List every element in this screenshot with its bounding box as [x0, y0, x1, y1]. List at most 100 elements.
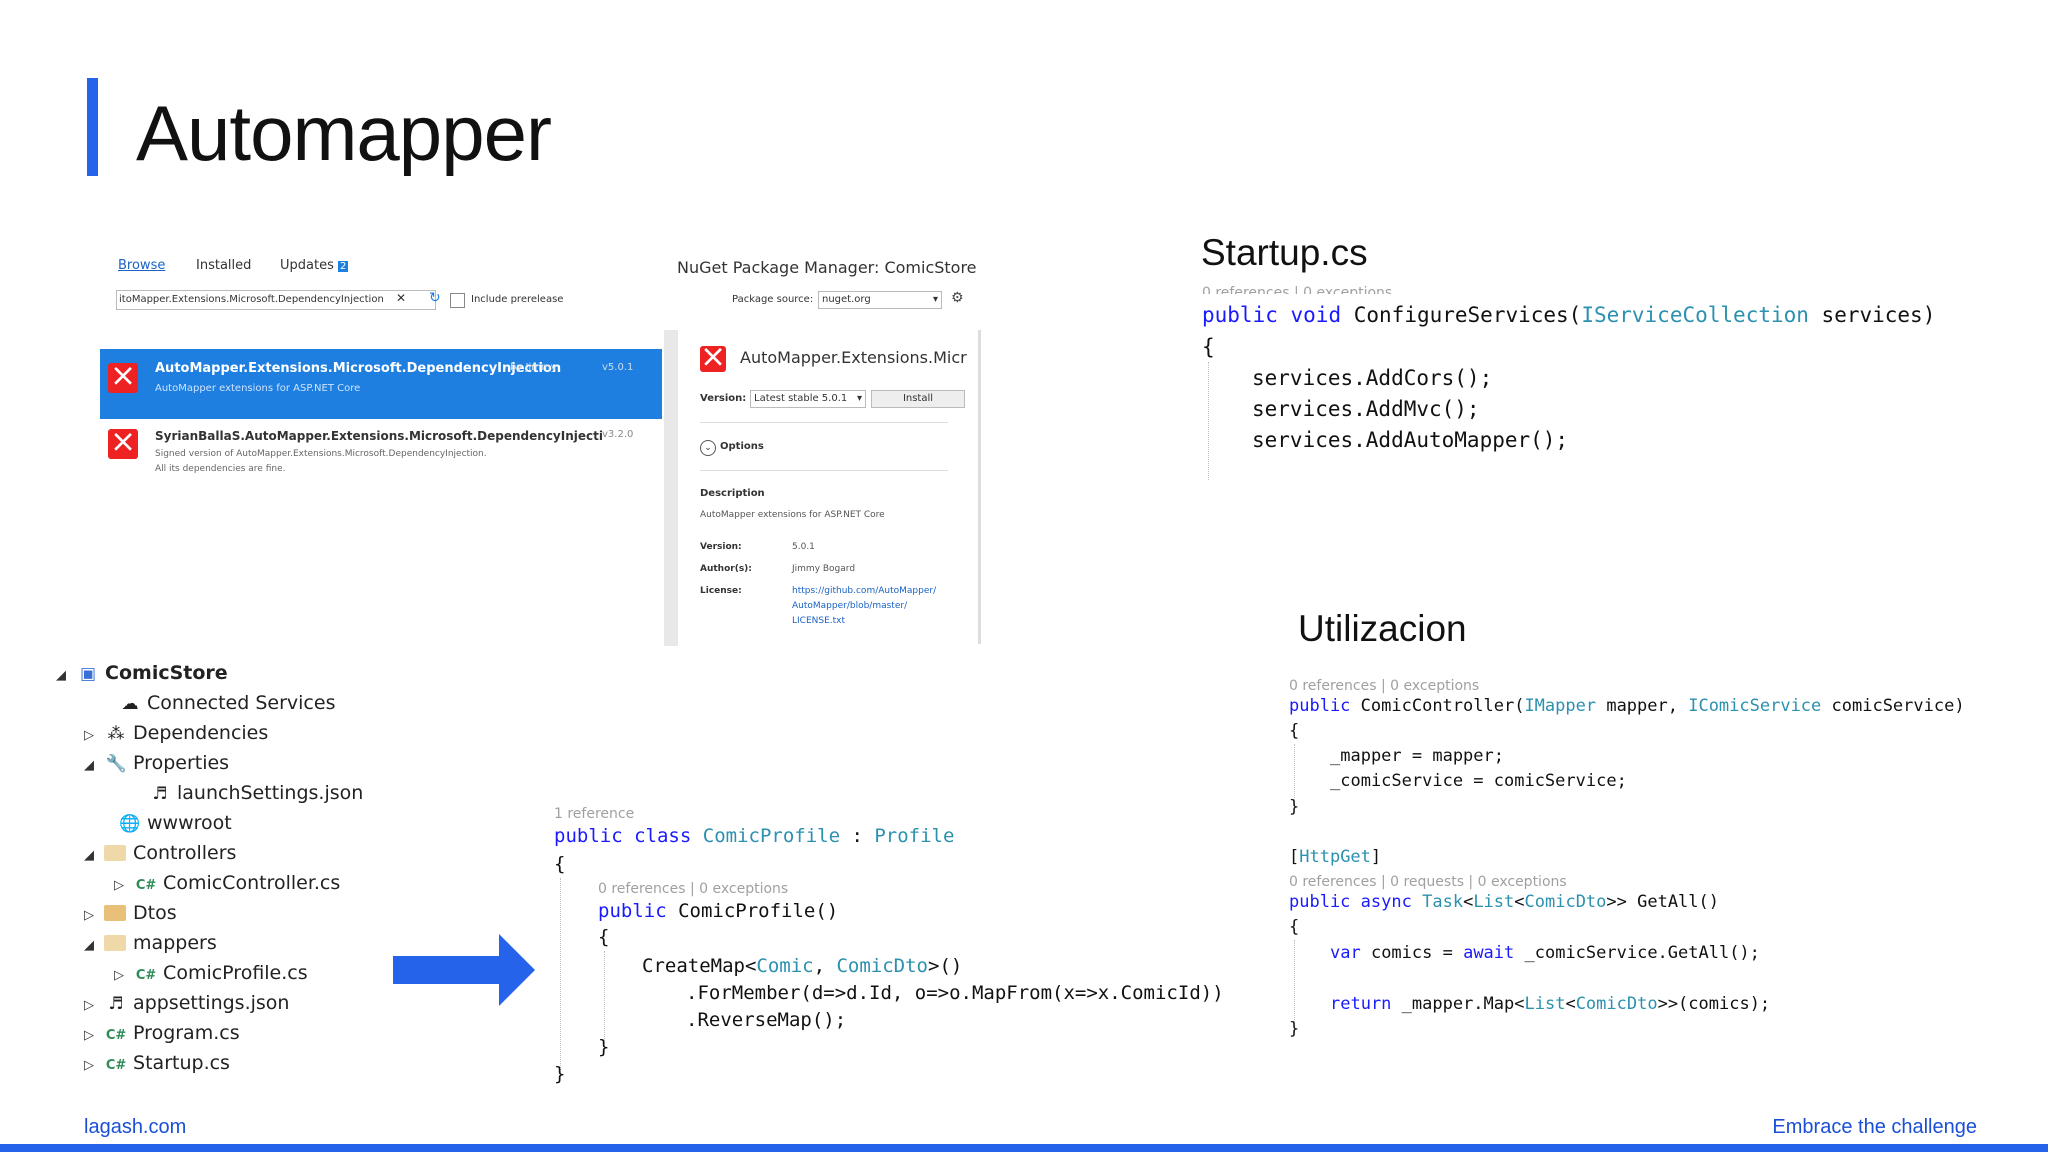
- expand-options-icon[interactable]: ⌄: [700, 440, 716, 456]
- package-source-select[interactable]: nuget.org▾: [818, 291, 942, 309]
- license-link-3[interactable]: LICENSE.txt: [792, 616, 846, 626]
- include-prerelease-checkbox[interactable]: [450, 293, 465, 308]
- version-select[interactable]: Latest stable 5.0.1▾: [750, 390, 866, 408]
- tree-item-properties[interactable]: ◢ 🔧Properties: [84, 750, 229, 776]
- search-input[interactable]: itoMapper.Extensions.Microsoft.Dependenc…: [116, 290, 436, 310]
- tree-item-startup[interactable]: ▷ C#Startup.cs: [84, 1050, 230, 1076]
- refresh-icon[interactable]: ↻: [429, 290, 441, 306]
- codelens-meta: 1 reference: [554, 806, 635, 822]
- footer-website-link[interactable]: lagash.com: [84, 1116, 187, 1138]
- right-arrow-icon: [393, 934, 535, 1006]
- folder-icon: [104, 935, 127, 951]
- window-title: NuGet Package Manager: ComicStore: [677, 258, 977, 277]
- title-accent-bar: [87, 78, 98, 176]
- codelens-meta: 0 references | 0 requests | 0 exceptions: [1289, 874, 1567, 890]
- license-key: License:: [700, 586, 742, 596]
- expand-triangle-icon: ▷: [84, 998, 94, 1013]
- package-row[interactable]: ⨉ SyrianBallaS.AutoMapper.Extensions.Mic…: [100, 419, 662, 489]
- project-icon: ▣: [80, 664, 97, 684]
- include-prerelease-label: Include prerelease: [471, 294, 564, 305]
- expand-triangle-icon: ▷: [114, 878, 124, 893]
- tree-item-launchsettings[interactable]: ♬launchSettings.json: [148, 780, 363, 806]
- profile-ctor: public ComicProfile(): [598, 900, 839, 922]
- slide-title: Automapper: [136, 89, 552, 177]
- tab-browse[interactable]: Browse: [118, 258, 166, 273]
- indent-guide: [1294, 744, 1295, 804]
- license-link[interactable]: https://github.com/AutoMapper/: [792, 586, 937, 596]
- panel-splitter[interactable]: [664, 330, 678, 646]
- automapper-logo-icon: ⨉: [108, 429, 138, 459]
- collapse-triangle-icon: ◢: [84, 758, 94, 773]
- divider: [700, 422, 948, 423]
- usage-heading: Utilizacion: [1298, 608, 1467, 649]
- tree-item-comicprofile[interactable]: ▷ C#ComicProfile.cs: [114, 960, 308, 986]
- tree-item-wwwroot[interactable]: 🌐wwwroot: [118, 810, 231, 836]
- detail-package-name: AutoMapper.Extensions.Micr: [740, 348, 967, 367]
- footer-accent-bar: [0, 1144, 2048, 1152]
- tree-item-dependencies[interactable]: ▷ ⁂Dependencies: [84, 720, 268, 746]
- package-version: v3.2.0: [602, 429, 634, 440]
- package-description: AutoMapper extensions for ASP.NET Core: [155, 383, 361, 394]
- package-name: SyrianBallaS.AutoMapper.Extensions.Micro…: [155, 429, 603, 443]
- tree-item-comiccontroller[interactable]: ▷ C#ComicController.cs: [114, 870, 340, 896]
- package-author: by Jimmy: [510, 362, 557, 373]
- options-label[interactable]: Options: [720, 441, 764, 452]
- package-source-label: Package source:: [732, 294, 814, 305]
- profile-createmap: CreateMap<Comic, ComicDto>(): [642, 955, 963, 977]
- expand-triangle-icon: ▷: [84, 908, 94, 923]
- startup-heading: Startup.cs: [1201, 232, 1368, 273]
- csharp-file-icon: C#: [105, 1028, 127, 1043]
- wrench-icon: 🔧: [105, 754, 127, 774]
- usage-open-2: {: [1289, 917, 1300, 937]
- indent-guide: [1208, 362, 1209, 480]
- install-button[interactable]: Install: [871, 390, 965, 408]
- codelens-meta: 0 references | 0 exceptions: [1289, 678, 1480, 694]
- authors-value: Jimmy Bogard: [792, 564, 856, 574]
- tree-item-controllers[interactable]: ◢ Controllers: [84, 840, 236, 866]
- usage-assign: _comicService = comicService;: [1330, 771, 1627, 791]
- tree-item-mappers[interactable]: ◢ mappers: [84, 930, 217, 956]
- collapse-triangle-icon: ◢: [84, 848, 94, 863]
- codelens-meta: 0 references | 0 exceptions: [598, 881, 789, 897]
- startup-signature: public void ConfigureServices(IServiceCo…: [1202, 303, 1936, 327]
- tab-updates[interactable]: Updates 2: [280, 258, 349, 273]
- automapper-logo-icon: ⨉: [700, 346, 726, 372]
- folder-icon: [104, 845, 127, 861]
- description-text: AutoMapper extensions for ASP.NET Core: [700, 510, 885, 520]
- automapper-logo-icon: ⨉: [108, 363, 138, 393]
- collapse-triangle-icon: ◢: [56, 668, 66, 683]
- tree-item-comicstore[interactable]: ◢ ▣ComicStore: [56, 660, 228, 686]
- version-label: Version:: [700, 393, 747, 404]
- tree-item-program[interactable]: ▷ C#Program.cs: [84, 1020, 240, 1046]
- dependencies-icon: ⁂: [107, 724, 125, 744]
- version-value: 5.0.1: [792, 542, 815, 552]
- package-row-selected[interactable]: ⨉ AutoMapper.Extensions.Microsoft.Depend…: [100, 349, 662, 419]
- globe-icon: 🌐: [119, 814, 141, 834]
- tree-item-connected-services[interactable]: ☁Connected Services: [118, 690, 336, 716]
- usage-close-2: }: [1289, 1019, 1300, 1039]
- license-link-2[interactable]: AutoMapper/blob/master/: [792, 601, 908, 611]
- description-label: Description: [700, 488, 765, 499]
- usage-return: return _mapper.Map<List<ComicDto>>(comic…: [1330, 994, 1771, 1014]
- cloud-link-icon: ☁: [121, 694, 139, 714]
- profile-ctor-open: {: [598, 926, 610, 948]
- settings-gear-icon[interactable]: ⚙: [951, 290, 964, 306]
- startup-line: services.AddMvc();: [1252, 397, 1480, 421]
- expand-triangle-icon: ▷: [114, 968, 124, 983]
- usage-close: }: [1289, 797, 1300, 817]
- authors-key: Author(s):: [700, 564, 752, 574]
- tree-item-appsettings[interactable]: ▷ ♬appsettings.json: [84, 990, 289, 1016]
- json-file-icon: ♬: [152, 784, 168, 804]
- profile-formember: .ForMember(d=>d.Id, o=>o.MapFrom(x=>x.Co…: [686, 982, 1224, 1004]
- updates-badge: 2: [338, 261, 349, 272]
- tab-installed[interactable]: Installed: [196, 258, 252, 273]
- tree-item-dtos[interactable]: ▷ Dtos: [84, 900, 177, 926]
- usage-assign: _mapper = mapper;: [1330, 746, 1504, 766]
- startup-open-brace: {: [1202, 335, 1215, 359]
- csharp-file-icon: C#: [135, 878, 157, 893]
- package-description-2: All its dependencies are fine.: [155, 464, 286, 474]
- package-detail-panel: ⨉ AutoMapper.Extensions.Micr Version: La…: [678, 330, 981, 644]
- profile-close-brace: }: [554, 1063, 566, 1085]
- usage-open: {: [1289, 721, 1300, 741]
- clear-search-icon[interactable]: ✕: [396, 291, 407, 305]
